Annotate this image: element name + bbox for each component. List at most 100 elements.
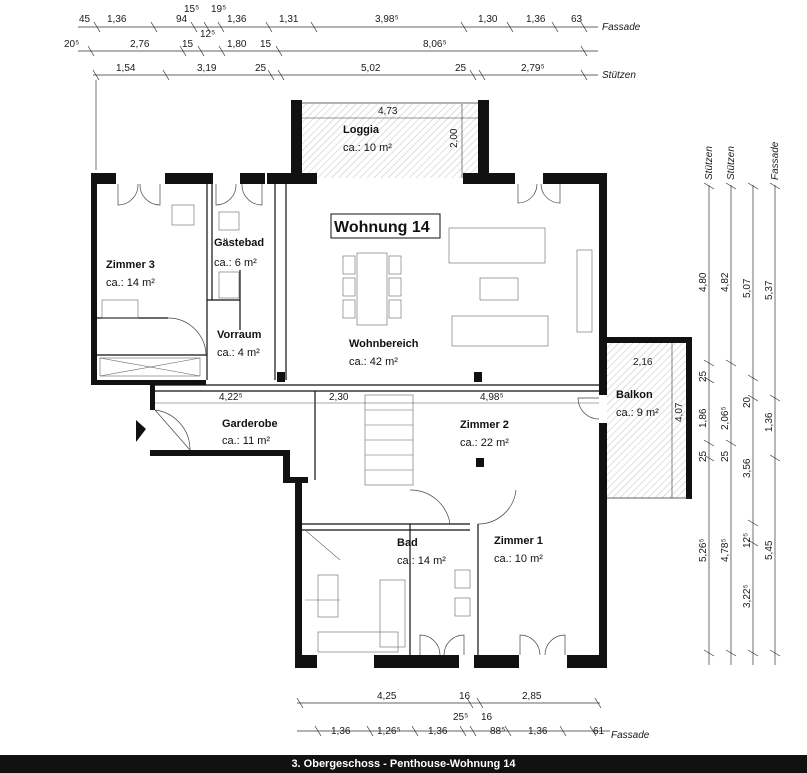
balkon-name: Balkon xyxy=(616,389,653,401)
svg-text:3,98⁵: 3,98⁵ xyxy=(375,14,399,25)
svg-text:1,36: 1,36 xyxy=(227,14,247,25)
door-swings xyxy=(117,183,600,656)
svg-text:88⁵: 88⁵ xyxy=(490,726,505,737)
svg-text:15: 15 xyxy=(182,39,194,50)
loggia: 4,73 2,00 xyxy=(291,100,489,180)
loggia-area: ca.: 10 m² xyxy=(343,142,392,154)
garderobe-area: ca.: 11 m² xyxy=(222,435,270,447)
svg-text:12⁵: 12⁵ xyxy=(200,29,215,40)
svg-text:15⁵: 15⁵ xyxy=(184,4,199,15)
svg-text:3,56: 3,56 xyxy=(742,458,753,478)
balkon: 2,16 4,07 xyxy=(605,337,692,499)
svg-text:2,06⁵: 2,06⁵ xyxy=(720,406,731,430)
svg-text:4,80: 4,80 xyxy=(698,272,709,292)
right-dims-col-c: 5,07 20 3,56 12⁵ 3,22⁵ xyxy=(742,278,753,608)
interior-dimensions: 4,22⁵ 2,30 4,98⁵ xyxy=(155,392,599,404)
footer-caption: 3. Obergeschoss - Penthouse-Wohnung 14 xyxy=(0,755,807,773)
svg-text:1,36: 1,36 xyxy=(107,14,127,25)
svg-text:Stützen: Stützen xyxy=(602,70,636,81)
svg-text:20: 20 xyxy=(742,396,753,408)
column xyxy=(476,458,484,467)
svg-text:2,76: 2,76 xyxy=(130,39,150,50)
svg-text:25⁵: 25⁵ xyxy=(453,712,468,723)
svg-text:1,36: 1,36 xyxy=(528,726,548,737)
svg-text:63: 63 xyxy=(571,14,583,25)
svg-text:2,79⁵: 2,79⁵ xyxy=(521,63,545,74)
interior-walls xyxy=(97,184,599,655)
wohnbereich-area: ca.: 42 m² xyxy=(349,356,398,368)
wohnbereich-name: Wohnbereich xyxy=(349,338,419,350)
svg-text:1,80: 1,80 xyxy=(227,39,247,50)
svg-text:1,86: 1,86 xyxy=(698,408,709,428)
right-dims-col-a: 4,80 25 1,86 25 5,26⁵ xyxy=(698,272,709,562)
svg-text:1,31: 1,31 xyxy=(279,14,299,25)
svg-text:12⁵: 12⁵ xyxy=(742,533,753,548)
column xyxy=(474,372,482,382)
svg-text:5,02: 5,02 xyxy=(361,63,381,74)
svg-text:4,98⁵: 4,98⁵ xyxy=(480,392,504,403)
svg-text:4,82: 4,82 xyxy=(720,272,731,292)
bottom-dims-row2: 1,36 1,26⁵ 25⁵ 1,36 16 88⁵ 1,36 61 Fassa… xyxy=(331,712,650,741)
exterior-walls xyxy=(91,173,607,668)
svg-text:61: 61 xyxy=(593,726,605,737)
svg-text:16: 16 xyxy=(459,691,471,702)
svg-text:1,36: 1,36 xyxy=(764,412,775,432)
top-dims-row3: 1,54 3,19 25 5,02 25 2,79⁵ Stützen xyxy=(116,63,636,81)
svg-text:4,22⁵: 4,22⁵ xyxy=(219,392,243,403)
svg-text:5,07: 5,07 xyxy=(742,278,753,298)
svg-text:4,78⁵: 4,78⁵ xyxy=(720,538,731,562)
svg-text:3,19: 3,19 xyxy=(197,63,217,74)
right-dims-col-d: 5,37 1,36 5,45 xyxy=(764,280,775,560)
svg-text:Fassade: Fassade xyxy=(602,22,641,33)
zimmer3-name: Zimmer 3 xyxy=(106,259,155,271)
svg-text:Stützen: Stützen xyxy=(704,146,715,180)
svg-text:1,26⁵: 1,26⁵ xyxy=(377,726,401,737)
zimmer1-area: ca.: 10 m² xyxy=(494,553,543,565)
svg-text:2,00: 2,00 xyxy=(449,128,460,148)
svg-text:8,06⁵: 8,06⁵ xyxy=(423,39,447,50)
loggia-name: Loggia xyxy=(343,124,380,136)
svg-text:1,36: 1,36 xyxy=(331,726,351,737)
gaestebad-area: ca.: 6 m² xyxy=(214,257,257,269)
bottom-dimension-lines xyxy=(296,697,610,737)
furniture xyxy=(99,204,593,653)
zimmer2-name: Zimmer 2 xyxy=(460,419,509,431)
svg-text:1,54: 1,54 xyxy=(116,63,136,74)
top-dims-row1: 45 1,36 94 15⁵ 19⁵ 1,36 1,31 3,98⁵ 1,30 … xyxy=(79,4,641,33)
svg-text:45: 45 xyxy=(79,14,91,25)
svg-text:25: 25 xyxy=(720,450,731,462)
svg-text:2,30: 2,30 xyxy=(329,392,349,403)
top-dimension-lines xyxy=(78,21,598,170)
balkon-area: ca.: 9 m² xyxy=(616,407,659,419)
right-dimension-lines xyxy=(703,182,781,665)
apartment-title: Wohnung 14 xyxy=(334,219,430,236)
svg-text:4,25: 4,25 xyxy=(377,691,397,702)
svg-text:Fassade: Fassade xyxy=(611,730,650,741)
top-dims-row2: 20⁵ 2,76 15 12⁵ 1,80 15 8,06⁵ xyxy=(64,29,447,50)
svg-text:2,16: 2,16 xyxy=(633,357,653,368)
right-dimension-headers: Stützen Stützen Fassade xyxy=(704,141,781,180)
svg-text:25: 25 xyxy=(455,63,467,74)
svg-text:5,37: 5,37 xyxy=(764,280,775,300)
svg-text:5,26⁵: 5,26⁵ xyxy=(698,538,709,562)
entrance-arrow-icon xyxy=(136,420,146,442)
vorraum-area: ca.: 4 m² xyxy=(217,347,260,359)
svg-text:1,30: 1,30 xyxy=(478,14,498,25)
garderobe-name: Garderobe xyxy=(222,418,278,430)
bad-area: ca.: 14 m² xyxy=(397,555,446,567)
svg-text:25: 25 xyxy=(255,63,267,74)
svg-text:Fassade: Fassade xyxy=(770,141,781,180)
svg-text:94: 94 xyxy=(176,14,188,25)
column xyxy=(277,372,285,382)
svg-text:Stützen: Stützen xyxy=(726,146,737,180)
svg-text:3,22⁵: 3,22⁵ xyxy=(742,584,753,608)
svg-text:25: 25 xyxy=(698,450,709,462)
bad-name: Bad xyxy=(397,537,418,549)
zimmer2-area: ca.: 22 m² xyxy=(460,437,509,449)
apartment-title-box xyxy=(330,213,441,239)
svg-text:1,36: 1,36 xyxy=(526,14,546,25)
svg-text:1,36: 1,36 xyxy=(428,726,448,737)
svg-text:25: 25 xyxy=(698,370,709,382)
svg-text:2,85: 2,85 xyxy=(522,691,542,702)
svg-text:16: 16 xyxy=(481,712,493,723)
